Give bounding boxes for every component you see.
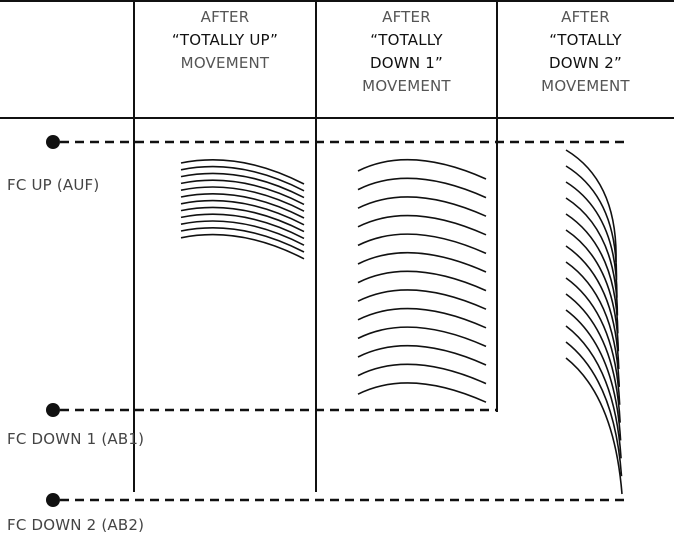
up-movement-curve — [180, 165, 305, 192]
down-1-movement-curve — [357, 270, 487, 292]
down-2-movement-curve — [565, 357, 623, 495]
up-movement-curve — [180, 213, 305, 240]
header-line: “TOTALLY — [370, 31, 443, 49]
down-1-movement-curve — [357, 196, 487, 217]
up-movement-curve — [180, 186, 305, 212]
down-1-movement-curve — [357, 214, 487, 236]
header-line: DOWN 1” — [370, 54, 443, 72]
down-2-movement-curve — [565, 245, 620, 370]
down-2-movement-curve — [565, 293, 621, 423]
position-label-fc-down-2: FC DOWN 2 (AB2) — [7, 516, 145, 534]
header-line: MOVEMENT — [362, 77, 451, 95]
down-1-movement-curve — [357, 382, 487, 403]
header-line: MOVEMENT — [180, 54, 270, 72]
down-2-movement-curve — [565, 181, 618, 298]
header-line: “TOTALLY — [549, 31, 622, 49]
header-line: AFTER — [382, 8, 431, 26]
down-2-movement-curve — [565, 325, 622, 459]
down-1-movement-curve — [357, 251, 487, 273]
header-line: “TOTALLY UP” — [171, 31, 279, 49]
up-movement-curve — [180, 206, 305, 233]
down-2-movement-curve — [565, 277, 621, 405]
up-movement-curve — [180, 179, 305, 206]
up-movement-curve — [180, 193, 305, 219]
header-line: MOVEMENT — [541, 77, 630, 95]
position-label-fc-up: FC UP (AUF) — [7, 176, 100, 194]
header-line: DOWN 2” — [549, 54, 622, 72]
down-1-movement-curve — [357, 344, 487, 366]
up-movement-curve — [180, 172, 305, 199]
down-1-movement-curve — [357, 158, 487, 180]
column-header-totally-down-2: AFTER “TOTALLY DOWN 2” MOVEMENT — [497, 6, 674, 98]
down-2-movement-curve — [565, 165, 618, 280]
down-1-movement-curve — [357, 177, 487, 199]
column-header-totally-down-1: AFTER “TOTALLY DOWN 1” MOVEMENT — [316, 6, 497, 98]
down-2-movement-curve — [565, 261, 621, 387]
up-movement-curve — [180, 159, 305, 185]
header-line: AFTER — [561, 8, 610, 26]
up-movement-curve — [180, 220, 305, 246]
fc-up-guide-dot — [46, 135, 60, 149]
down-2-movement-curve — [565, 149, 617, 263]
down-1-movement-curve — [357, 363, 487, 385]
position-guides — [46, 135, 628, 507]
up-movement-curve — [180, 199, 305, 226]
down-2-movement-curve — [565, 229, 620, 352]
up-movement-curve — [180, 233, 305, 260]
down-1-movement-curve — [357, 326, 487, 348]
header-line: AFTER — [200, 8, 250, 26]
down-1-movement-curve — [357, 307, 487, 329]
fc-down-1-guide-dot — [46, 403, 60, 417]
down-2-movement-curve — [565, 197, 619, 316]
position-label-fc-down-1: FC DOWN 1 (AB1) — [7, 430, 145, 448]
down-2-movement-curve — [565, 341, 623, 477]
down-2-movement-curve — [565, 309, 622, 441]
column-header-totally-up: AFTER “TOTALLY UP” MOVEMENT — [134, 6, 316, 75]
fc-down-2-guide-dot — [46, 493, 60, 507]
down-1-movement-curve — [357, 289, 487, 310]
down-2-movement-curve — [565, 213, 619, 334]
up-movement-curve — [180, 227, 305, 253]
curve-groups — [180, 149, 623, 495]
down-1-movement-curve — [357, 233, 487, 255]
